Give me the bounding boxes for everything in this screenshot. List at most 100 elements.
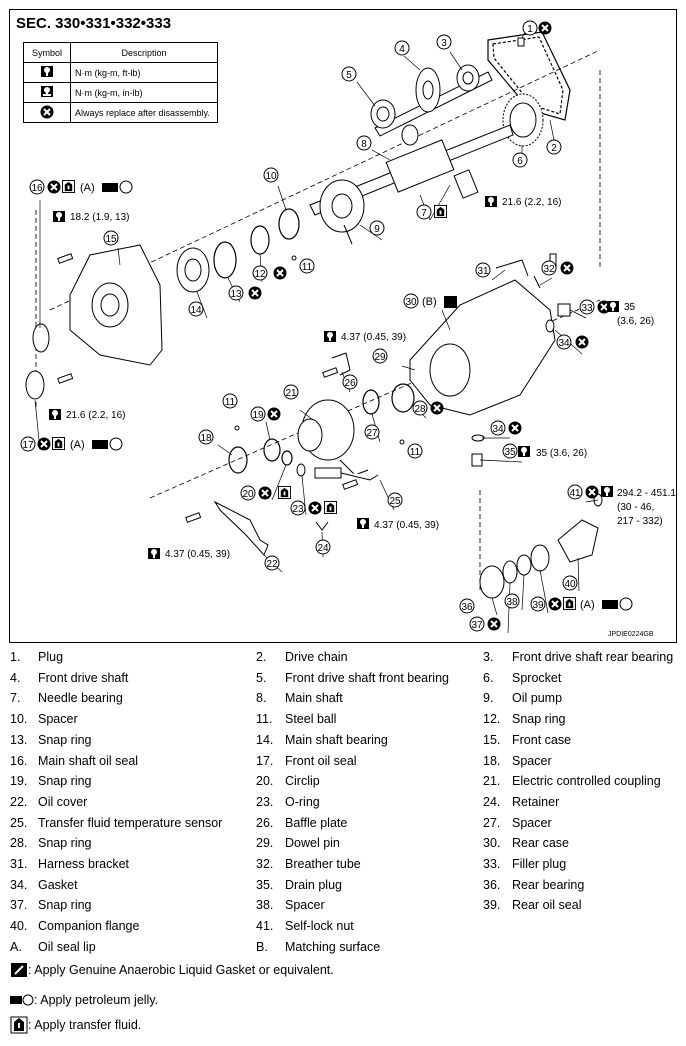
callout-num: 35 [504, 447, 516, 458]
legend-number: 32. [256, 857, 274, 871]
note-petroleum-jelly: : Apply petroleum jelly. [10, 992, 158, 1014]
callout-num: 22 [266, 559, 278, 570]
legend-number: 5. [256, 670, 267, 685]
legend-part-name: Front drive shaft rear bearing [512, 650, 674, 664]
torque-wrench-icon [324, 331, 336, 342]
legend-number: 6. [483, 670, 494, 685]
transfer-fluid-icon [278, 486, 291, 499]
bolt [57, 373, 74, 384]
legend-part-name: Harness bracket [38, 857, 130, 871]
bolt [57, 253, 74, 264]
callout-num: 8 [361, 139, 367, 150]
replace-x-icon [548, 597, 562, 611]
callout-num: 9 [374, 224, 380, 235]
callout-28: 28 [412, 400, 428, 416]
legend-part-name: Drive chain [285, 650, 348, 664]
spacer [278, 208, 300, 240]
rear-bearing [479, 565, 505, 599]
replace-x-icon [308, 501, 322, 515]
callout-num: 15 [105, 234, 117, 245]
replace-x-icon [40, 105, 54, 118]
callout-num: 5 [346, 70, 352, 81]
torque-wrench-small-icon [41, 86, 53, 97]
callout-8: 8 [356, 135, 372, 151]
legend-number: 15. [483, 732, 501, 747]
retainer [315, 521, 329, 531]
electric-controlled-coupling [297, 399, 369, 476]
torque-label: 217 - 332) [617, 516, 663, 527]
callout-18: 18 [198, 429, 214, 445]
legend-number: 28. [10, 836, 28, 851]
front-oil-seal [25, 370, 45, 400]
callout-15: 15 [103, 230, 119, 246]
petroleum-jelly-icon [10, 994, 34, 1006]
snap-ring [502, 560, 518, 584]
legend-part-name: Companion flange [38, 919, 140, 934]
replace-x-icon [258, 486, 272, 500]
replace-x-icon [585, 485, 599, 499]
callout-num: 11 [302, 262, 313, 273]
front-drive-shaft-rear-bearing [456, 64, 480, 92]
callout-num: 30 [405, 297, 417, 308]
torque-label: 21.6 (2.2, 16) [502, 197, 561, 208]
callout-6: 6 [512, 152, 528, 168]
legend-part-name: Self-lock nut [285, 919, 354, 934]
callout-39: 39 [530, 596, 546, 612]
legend-number: 39. [483, 898, 501, 913]
snap-ring [391, 383, 415, 413]
legend-number: 31. [10, 857, 28, 871]
replace-x-icon [47, 180, 61, 194]
gasket [545, 319, 555, 333]
legend-part-name: Snap ring [512, 712, 566, 727]
transfer-fluid-icon [52, 437, 65, 450]
legend-number: 12. [483, 712, 501, 727]
replace-x-icon [575, 335, 589, 349]
legend-part-name: Matching surface [285, 939, 381, 954]
legend-number: 20. [256, 774, 274, 789]
legend-number: 4. [10, 670, 21, 685]
replace-x-icon [267, 407, 281, 421]
legend-number: 22. [10, 794, 28, 809]
transfer-fluid-temperature-sensor [314, 467, 379, 481]
legend-part-name: Circlip [285, 774, 320, 789]
transfer-fluid-icon [324, 501, 337, 514]
petroleum-jelly-icon [619, 597, 633, 611]
replace-x-icon [430, 401, 444, 415]
snap-ring [250, 225, 270, 255]
petroleum-jelly-icon [109, 437, 123, 451]
legend-part-name: Drain plug [285, 877, 342, 892]
spacer [362, 389, 380, 415]
legend-number: 8. [256, 691, 267, 706]
legend-part-name: Filler plug [512, 857, 567, 871]
main-shaft-bearing [176, 247, 210, 293]
bolt [185, 512, 202, 523]
legend-number: 7. [10, 691, 21, 706]
callout-num: 2 [551, 143, 557, 154]
callout-11a: 11 [299, 258, 315, 274]
callout-4: 4 [394, 40, 410, 56]
legend-part-name: Rear bearing [512, 877, 585, 892]
torque-label: 4.37 (0.45, 39) [341, 332, 406, 343]
legend-number: 25. [10, 815, 28, 830]
torque-label: 294.2 - 451.1 [617, 488, 676, 499]
companion-flange [557, 519, 599, 563]
callout-num: 20 [242, 489, 254, 500]
legend-part-name: Front oil seal [285, 753, 357, 768]
steel-ball [291, 255, 297, 261]
petroleum-jelly-icon [119, 180, 133, 194]
transfer-fluid-icon [434, 205, 447, 218]
torque-label: (30 - 46, [617, 502, 654, 513]
callout-36: 36 [459, 598, 475, 614]
callout-30: 30 [403, 293, 419, 309]
legend-part-name: Retainer [512, 794, 560, 809]
legend-number: 30. [483, 836, 501, 851]
symbol-desc-replace: Always replace after disassembly. [70, 102, 218, 123]
legend-part-name: Front drive shaft [38, 670, 129, 685]
legend-number: B. [256, 939, 268, 954]
callout-num: 25 [389, 496, 401, 507]
callout-13: 13 [228, 285, 244, 301]
callout-num: 4 [399, 44, 405, 55]
main-shaft-oil-seal [32, 323, 50, 353]
steel-ball [399, 439, 405, 445]
legend-part-name: Breather tube [285, 857, 361, 871]
